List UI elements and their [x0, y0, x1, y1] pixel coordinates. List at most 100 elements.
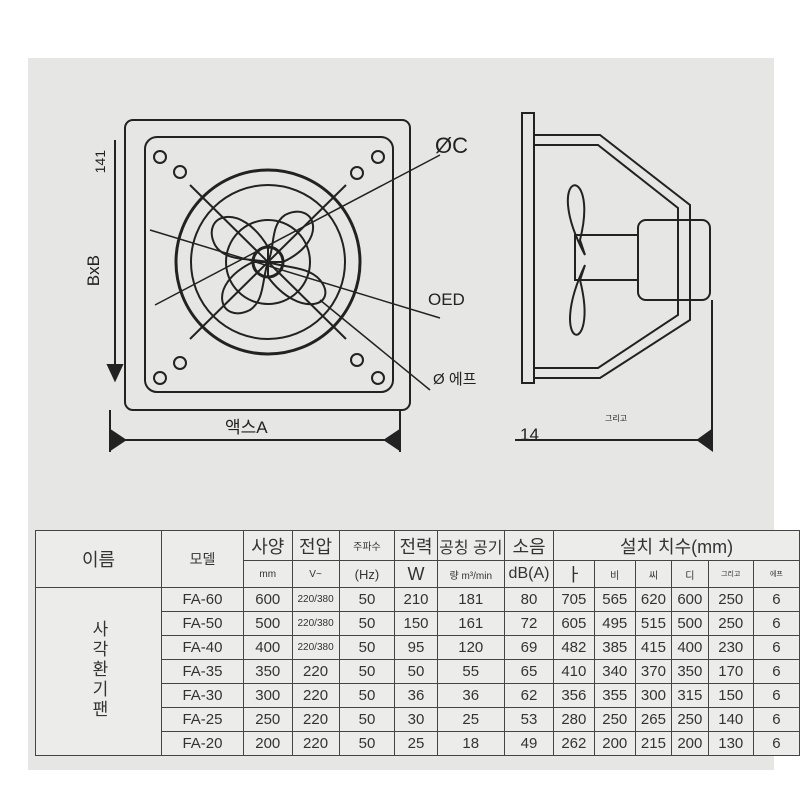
table-cell: 220/380 — [291, 587, 340, 612]
table-cell: 170 — [707, 659, 754, 684]
table-cell: 495 — [593, 611, 636, 636]
table-cell: 605 — [553, 611, 595, 636]
table-cell: 200 — [242, 731, 293, 756]
table-cell: 230 — [707, 635, 754, 660]
table-cell: 18 — [436, 731, 505, 756]
spec-table: 이름 모델 사양 전압 주파수 전력 공칭 공기 소음 설치 치수(mm) mm… — [35, 530, 800, 756]
table-cell: 36 — [394, 683, 438, 708]
table-cell: 340 — [593, 659, 636, 684]
table-cell: 400 — [242, 635, 293, 660]
table-cell: 55 — [436, 659, 505, 684]
table-cell: 220 — [291, 731, 340, 756]
category-cell: 사각환기팬 — [35, 587, 162, 756]
dimension-oed: OED — [428, 290, 465, 309]
table-cell: 6 — [752, 683, 800, 708]
unit-voltage: V~ — [291, 560, 340, 588]
unit-spec: mm — [242, 560, 293, 588]
table-cell: 200 — [593, 731, 636, 756]
unit-d3: 씨 — [634, 560, 672, 588]
side-view — [515, 112, 713, 452]
table-cell: FA-60 — [161, 587, 244, 612]
table-cell: 220 — [291, 659, 340, 684]
table-cell: 355 — [593, 683, 636, 708]
header-model: 모델 — [161, 530, 244, 588]
table-cell: 220 — [291, 683, 340, 708]
dimension-bxb: BxB — [84, 255, 103, 287]
header-voltage: 전압 — [291, 530, 340, 561]
header-airflow: 공칭 공기 — [436, 530, 505, 561]
header-install: 설치 치수(mm) — [553, 530, 800, 561]
table-cell: 6 — [752, 659, 800, 684]
unit-airflow: 량 m³/min — [436, 560, 505, 588]
table-cell: 62 — [503, 683, 555, 708]
dimension-e: Ø 에프 — [433, 371, 477, 388]
table-cell: 482 — [553, 635, 595, 660]
table-cell: FA-20 — [161, 731, 244, 756]
table-cell: 500 — [670, 611, 709, 636]
table-cell: 300 — [634, 683, 672, 708]
table-cell: 415 — [634, 635, 672, 660]
table-cell: 385 — [593, 635, 636, 660]
header-freq: 주파수 — [338, 530, 396, 561]
table-cell: 95 — [394, 635, 438, 660]
table-cell: 220/380 — [291, 611, 340, 636]
table-cell: 280 — [553, 707, 595, 732]
table-cell: 53 — [503, 707, 555, 732]
unit-noise: dB(A) — [503, 560, 555, 588]
table-cell: 250 — [707, 587, 754, 612]
table-cell: FA-30 — [161, 683, 244, 708]
table-cell: 370 — [634, 659, 672, 684]
table-cell: 150 — [707, 683, 754, 708]
table-cell: 50 — [338, 659, 396, 684]
unit-d1: ㅏ — [553, 560, 595, 588]
table-cell: 50 — [338, 683, 396, 708]
table-cell: 30 — [394, 707, 438, 732]
table-cell: 350 — [242, 659, 293, 684]
table-cell: 181 — [436, 587, 505, 612]
header-row: 이름 모델 사양 전압 주파수 전력 공칭 공기 소음 설치 치수(mm) — [35, 530, 800, 588]
table-cell: 400 — [670, 635, 709, 660]
unit-d4: 디 — [670, 560, 709, 588]
table-cell: 356 — [553, 683, 595, 708]
front-view — [106, 119, 441, 452]
table-cell: FA-25 — [161, 707, 244, 732]
table-cell: 220/380 — [291, 635, 340, 660]
table-cell: 50 — [338, 611, 396, 636]
dimension-141: 141 — [92, 150, 108, 174]
table-cell: 50 — [338, 731, 396, 756]
table-cell: 140 — [707, 707, 754, 732]
table-cell: 80 — [503, 587, 555, 612]
category-label: 사각환기팬 — [89, 619, 108, 720]
table-cell: 215 — [634, 731, 672, 756]
table-cell: 262 — [553, 731, 595, 756]
table-cell: FA-50 — [161, 611, 244, 636]
table-cell: 515 — [634, 611, 672, 636]
table-cell: 50 — [338, 587, 396, 612]
unit-d6: 에프 — [752, 560, 800, 588]
table-cell: 72 — [503, 611, 555, 636]
table-cell: 120 — [436, 635, 505, 660]
table-cell: 620 — [634, 587, 672, 612]
table-cell: FA-35 — [161, 659, 244, 684]
table-cell: 300 — [242, 683, 293, 708]
table-cell: 410 — [553, 659, 595, 684]
table-cell: 250 — [670, 707, 709, 732]
table-cell: 210 — [394, 587, 438, 612]
unit-d2: 비 — [593, 560, 636, 588]
header-noise: 소음 — [503, 530, 555, 561]
table-cell: 150 — [394, 611, 438, 636]
table-cell: 50 — [338, 707, 396, 732]
table-cell: 25 — [394, 731, 438, 756]
table-cell: 220 — [291, 707, 340, 732]
table-cell: 500 — [242, 611, 293, 636]
table-cell: 6 — [752, 731, 800, 756]
table-cell: 565 — [593, 587, 636, 612]
table-cell: 50 — [338, 635, 396, 660]
table-cell: 600 — [670, 587, 709, 612]
unit-row: mm V~ (Hz) W 량 m³/min dB(A) ㅏ 비 씨 디 그리고 … — [36, 560, 800, 588]
table-cell: 69 — [503, 635, 555, 660]
